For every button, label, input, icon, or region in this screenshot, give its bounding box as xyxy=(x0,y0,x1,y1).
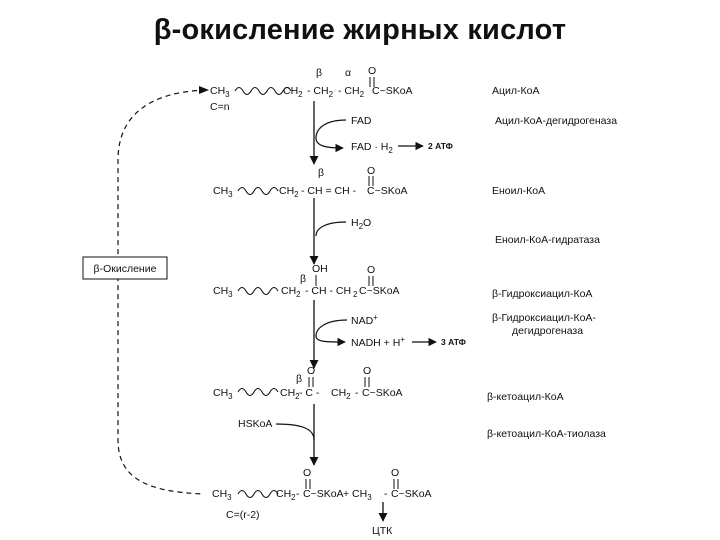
step1-name: Ацил-КоА xyxy=(492,85,539,97)
enoyl-mid: - CH = CH - xyxy=(301,185,357,197)
svg-text:CH3: CH3 xyxy=(210,85,230,99)
acetyl-ch3: + CH xyxy=(343,488,367,500)
beta-marker-4: β xyxy=(296,373,302,385)
beta-marker-1: β xyxy=(316,67,322,79)
thioester-2: C~SKoA xyxy=(367,185,408,197)
ch2-label: CH xyxy=(283,85,298,97)
fadh2-label: FAD · H xyxy=(351,141,388,153)
product-dash: - xyxy=(296,488,300,500)
svg-text:CH2: CH2 xyxy=(280,387,300,401)
alpha-marker: α xyxy=(345,67,351,79)
step1-enzyme: Ацил-КоА-дегидрогеназа xyxy=(495,115,617,127)
ch2-label-c: - CH xyxy=(338,85,360,97)
zigzag-chain-2 xyxy=(237,186,279,196)
chain-length-n: C=n xyxy=(210,101,230,113)
page-title: β-окисление жирных кислот xyxy=(153,14,567,46)
cycle-return-arrowhead xyxy=(199,86,209,94)
ch2-sub-c: 2 xyxy=(360,90,365,99)
step2-enzyme: Еноил-КоА-гидратаза xyxy=(495,234,600,246)
oxygen-1: O xyxy=(368,65,376,77)
cycle-return-line xyxy=(117,89,207,495)
nad-curve xyxy=(315,319,348,347)
thioester-4: C~SKoA xyxy=(362,387,403,399)
svg-text:NADH + H+: NADH + H+ xyxy=(351,335,405,349)
svg-text:H2O: H2O xyxy=(351,217,371,231)
svg-text:CH2: CH2 xyxy=(281,285,301,299)
fad-label: FAD xyxy=(351,115,372,127)
hskoa-label: HSKoA xyxy=(238,418,272,430)
oxygen-3: O xyxy=(367,264,375,276)
oxygen-4a: O xyxy=(307,365,315,377)
svg-text:CH2: CH2 xyxy=(279,185,299,199)
ch2-sub: 2 xyxy=(298,90,303,99)
water-curve xyxy=(315,221,347,237)
ch3-label-3: CH xyxy=(213,285,228,297)
zigzag-chain-3 xyxy=(237,286,279,296)
atp3-label: 3 АТФ xyxy=(441,337,466,347)
cycle-label: β-Окисление xyxy=(94,263,157,275)
hydroxyl-group: OH xyxy=(312,263,328,275)
cycle-label-box xyxy=(82,256,168,280)
beta-marker-3: β xyxy=(300,273,306,285)
oxygen-5a: O xyxy=(303,467,311,479)
step3-name: β-Гидроксиацил-КоА xyxy=(492,288,592,300)
svg-text:CH3: CH3 xyxy=(213,285,233,299)
beta-marker-2: β xyxy=(318,167,324,179)
svg-text:CH2: CH2 xyxy=(331,387,351,401)
thioester-5: C~SKoA xyxy=(303,488,344,500)
ch3-label-2: CH xyxy=(213,185,228,197)
svg-text:CH3: CH3 xyxy=(212,488,232,502)
step3-enzyme-1: β-Гидроксиацил-КоА- xyxy=(492,312,596,324)
ch2-label-b: - CH xyxy=(307,85,329,97)
svg-text:CH3: CH3 xyxy=(213,387,233,401)
ch3-label-4: CH xyxy=(213,387,228,399)
hydroxy-mid: - CH - CH xyxy=(305,285,351,297)
tca-label: ЦТК xyxy=(372,525,393,537)
fad-curve xyxy=(315,119,347,153)
svg-text:2: 2 xyxy=(353,290,358,299)
chain-length-n2: C=(r-2) xyxy=(226,509,260,521)
zigzag-chain-4 xyxy=(237,387,279,397)
step4-enzyme: β-кетоацил-КоА-тиолаза xyxy=(487,428,606,440)
ch3-sub: 3 xyxy=(225,90,230,99)
water-label: H xyxy=(351,217,359,229)
svg-text:CH2: CH2 xyxy=(276,488,296,502)
atp2-label: 2 АТФ xyxy=(428,141,453,151)
svg-text:NAD+: NAD+ xyxy=(351,313,378,327)
nadh-label: NADH + H xyxy=(351,337,400,349)
ch3-label: CH xyxy=(210,85,225,97)
svg-text:CH2: CH2 xyxy=(283,85,303,99)
thioester-3: C~SKoA xyxy=(359,285,400,297)
keto-carbon: - C - xyxy=(299,387,320,399)
svg-text:- CH2: - CH2 xyxy=(307,85,334,99)
step4-name: β-кетоацил-КоА xyxy=(487,391,564,403)
oxygen-4b: O xyxy=(363,365,371,377)
svg-text:+ CH3: + CH3 xyxy=(343,488,372,502)
product-dash-2: - xyxy=(384,488,388,500)
oxygen-2: O xyxy=(367,165,375,177)
step3-enzyme-2: дегидрогеназа xyxy=(512,325,583,337)
svg-text:CH3: CH3 xyxy=(213,185,233,199)
thioester-6: C~SKoA xyxy=(391,488,432,500)
zigzag-chain-1 xyxy=(234,86,292,96)
hskoa-curve xyxy=(275,423,315,441)
keto-dash: - xyxy=(355,387,359,399)
svg-text:- CH2: - CH2 xyxy=(338,85,365,99)
oxygen-5b: O xyxy=(391,467,399,479)
carbonyl-bonds xyxy=(305,77,399,489)
thioester-1: C~SKoA xyxy=(372,85,413,97)
zigzag-chain-5 xyxy=(237,489,279,499)
nad-label: NAD xyxy=(351,315,374,327)
step2-name: Еноил-КоА xyxy=(492,185,545,197)
svg-text:FAD · H2: FAD · H2 xyxy=(351,141,393,155)
ch2-sub-b: 2 xyxy=(329,90,334,99)
ch3-label-5: CH xyxy=(212,488,227,500)
